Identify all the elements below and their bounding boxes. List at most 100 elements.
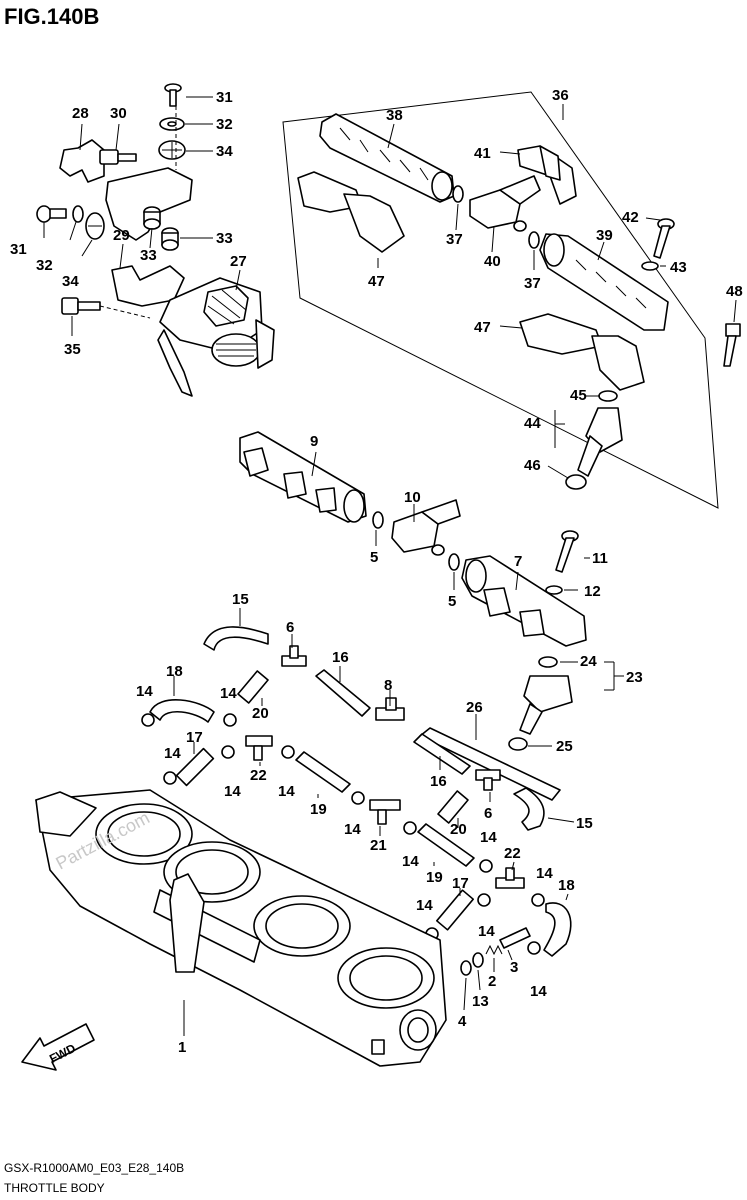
part-screw-42[interactable]	[653, 218, 675, 259]
part-clamp-14-f[interactable]	[351, 791, 365, 805]
callout-28: 28	[72, 105, 89, 122]
part-hose-26[interactable]	[419, 727, 561, 801]
part-bolt-35[interactable]	[61, 297, 101, 315]
part-clamp-14-d[interactable]	[221, 745, 235, 759]
callout-32-top: 32	[216, 116, 233, 133]
part-t-joint-6-upper[interactable]	[281, 645, 307, 667]
callout-14-c: 14	[164, 745, 181, 762]
part-grommet-34-left[interactable]	[85, 212, 105, 240]
part-clamp-14-b[interactable]	[223, 713, 237, 727]
part-washer-12[interactable]	[545, 585, 563, 595]
part-joint-22-lower[interactable]	[495, 867, 525, 889]
part-throttle-position-sensor-27[interactable]	[157, 277, 275, 397]
callout-18-lower: 18	[558, 877, 575, 894]
part-hose-15-lower[interactable]	[513, 787, 545, 831]
part-washer-32[interactable]	[159, 117, 185, 131]
callout-29: 29	[113, 227, 130, 244]
part-clamp-14-a[interactable]	[141, 713, 155, 727]
part-bolt-48[interactable]	[723, 323, 741, 367]
part-fuel-rail-39[interactable]	[539, 233, 669, 331]
callout-39: 39	[596, 227, 613, 244]
callout-44: 44	[524, 415, 541, 432]
part-clamp-14-c[interactable]	[163, 771, 177, 785]
part-clamp-14-g[interactable]	[403, 821, 417, 835]
part-hose-17-upper[interactable]	[175, 747, 215, 787]
callout-16-upper: 16	[332, 649, 349, 666]
callout-43: 43	[670, 259, 687, 276]
callout-14-k: 14	[536, 865, 553, 882]
part-hose-15-upper[interactable]	[203, 626, 269, 651]
callout-3: 3	[510, 959, 518, 976]
part-clamp-14-h[interactable]	[479, 859, 493, 873]
part-hose-18-lower[interactable]	[543, 902, 572, 957]
part-o-ring-37-right[interactable]	[528, 231, 540, 249]
part-clamp-14-k[interactable]	[531, 893, 545, 907]
callout-20-upper: 20	[252, 705, 269, 722]
part-injector-44[interactable]	[565, 390, 623, 490]
callout-31-top: 31	[216, 89, 233, 106]
part-clamp-14-e[interactable]	[281, 745, 295, 759]
part-screw-31[interactable]	[164, 83, 182, 107]
part-hose-16-upper[interactable]	[315, 669, 371, 717]
part-hose-18-upper[interactable]	[149, 699, 215, 723]
forward-arrow-icon: FWD	[21, 1023, 95, 1071]
part-joint-21[interactable]	[369, 799, 401, 825]
part-washer-32-left[interactable]	[72, 205, 84, 223]
callout-40: 40	[484, 253, 501, 270]
part-fuel-joint-40[interactable]	[469, 175, 541, 232]
part-fuel-rail-9[interactable]	[239, 431, 367, 523]
part-fuel-joint-10[interactable]	[391, 499, 461, 556]
part-screw-3[interactable]	[499, 927, 531, 949]
part-washer-13[interactable]	[472, 952, 484, 968]
callout-34-left: 34	[62, 273, 79, 290]
callout-21: 21	[370, 837, 387, 854]
callout-30: 30	[110, 105, 127, 122]
part-joint-22-upper[interactable]	[245, 735, 273, 761]
callout-14-h-top: 14	[480, 829, 497, 846]
part-bracket-29[interactable]	[111, 265, 185, 307]
part-heat-shield-47-lower[interactable]	[519, 313, 645, 391]
callout-6-lower: 6	[484, 805, 492, 822]
callout-26: 26	[466, 699, 483, 716]
part-screw-11[interactable]	[555, 530, 579, 573]
part-screw-31-left[interactable]	[36, 205, 67, 223]
part-collar-33-upper[interactable]	[143, 206, 161, 230]
callout-14-i: 14	[478, 923, 495, 940]
callout-8: 8	[384, 677, 392, 694]
callout-12: 12	[584, 583, 601, 600]
part-o-ring-37[interactable]	[452, 185, 464, 203]
figure-title: FIG.140B	[4, 4, 99, 29]
callout-11: 11	[592, 550, 608, 567]
part-hose-19-lower[interactable]	[417, 823, 475, 867]
part-fuel-rail-38[interactable]	[319, 113, 455, 203]
part-washer-43[interactable]	[641, 261, 659, 271]
callout-27: 27	[230, 253, 247, 270]
part-clamp-14-i[interactable]	[477, 893, 491, 907]
callout-5-right: 5	[448, 593, 456, 610]
part-hose-16-lower[interactable]	[413, 733, 471, 775]
part-injector-23[interactable]	[508, 656, 573, 751]
part-joint-8[interactable]	[375, 697, 405, 721]
part-hose-17-lower[interactable]	[435, 889, 475, 931]
part-bolt-30[interactable]	[99, 149, 137, 165]
part-o-ring-5-right[interactable]	[448, 553, 460, 571]
part-t-joint-6-lower[interactable]	[475, 769, 501, 791]
part-hose-19-upper[interactable]	[295, 751, 351, 793]
part-clamp-14-l[interactable]	[527, 941, 541, 955]
callout-20-lower: 20	[450, 821, 467, 838]
part-bracket-28[interactable]	[59, 139, 105, 183]
part-washer-4[interactable]	[460, 960, 472, 976]
part-fuel-rail-7[interactable]	[461, 555, 587, 647]
callout-labels: 31 32 34 28 30 33 29 33 31 32 34 27 35 3…	[10, 87, 743, 1056]
part-grommet-34[interactable]	[158, 140, 186, 160]
part-collar-33-lower[interactable]	[161, 227, 179, 251]
part-heat-shield-47-upper[interactable]	[297, 171, 405, 253]
part-o-ring-5[interactable]	[372, 511, 384, 529]
callout-23: 23	[626, 669, 643, 686]
part-hose-20-lower[interactable]	[437, 790, 469, 824]
part-clamp-41[interactable]	[517, 145, 577, 205]
part-spring-2[interactable]	[485, 944, 503, 956]
part-hose-20-upper[interactable]	[237, 670, 269, 704]
callout-19-lower: 19	[426, 869, 443, 886]
part-throttle-body-1[interactable]	[35, 789, 447, 1067]
